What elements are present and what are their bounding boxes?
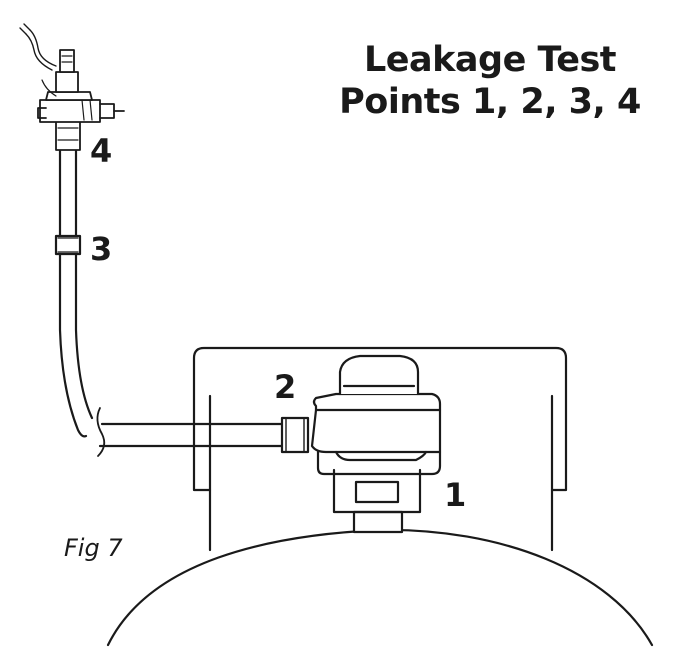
control-valve xyxy=(20,24,124,150)
horizontal-hose xyxy=(97,408,308,456)
test-point-3-label: 3 xyxy=(90,230,113,268)
test-point-4-label: 4 xyxy=(90,132,113,170)
cylinder-collar xyxy=(194,348,566,550)
test-point-2-label: 2 xyxy=(274,368,297,406)
cylinder-valve xyxy=(334,470,420,532)
regulator xyxy=(312,356,440,474)
test-point-1-label: 1 xyxy=(444,476,467,514)
figure-caption: Fig 7 xyxy=(64,534,123,562)
title-line-2: Points 1, 2, 3, 4 xyxy=(339,82,641,122)
title-line-1: Leakage Test xyxy=(363,40,617,80)
vertical-hose xyxy=(56,150,92,436)
cylinder-body xyxy=(108,530,652,645)
